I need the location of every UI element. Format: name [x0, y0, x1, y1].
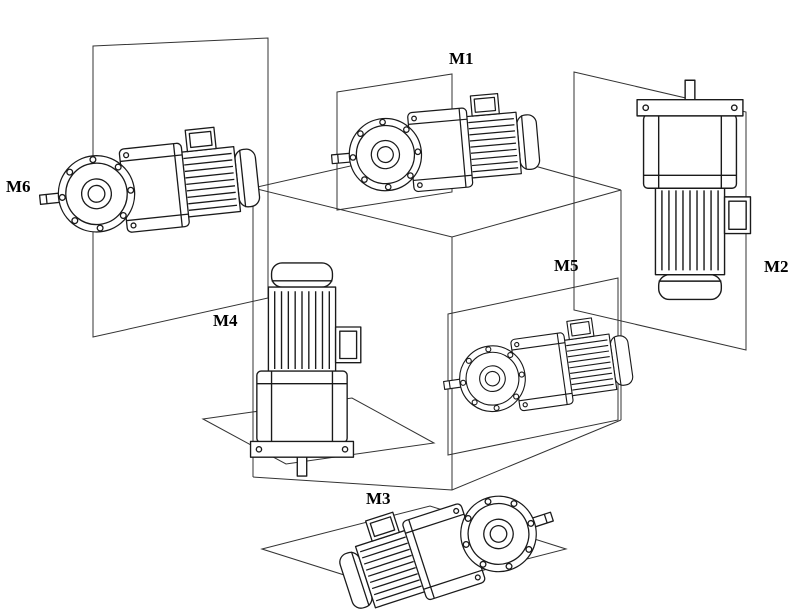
label-m6: M6: [6, 177, 31, 196]
gearmotor-m4: [249, 262, 362, 477]
label-m5: M5: [554, 256, 579, 275]
label-m1: M1: [449, 49, 474, 68]
gearmotor-m3: [329, 465, 566, 613]
reference-cube: [252, 142, 622, 491]
mounting-plane-m1: [336, 73, 453, 211]
gearmotor-m5: [437, 312, 636, 422]
label-m4: M4: [213, 311, 238, 330]
label-m2: M2: [764, 257, 789, 276]
gearmotor-m2: [636, 79, 752, 301]
label-m3: M3: [366, 489, 391, 508]
mounting-plane-m5: [447, 277, 619, 456]
gearmotor-m6: [33, 122, 263, 243]
gearmotor-m1: [326, 89, 543, 200]
